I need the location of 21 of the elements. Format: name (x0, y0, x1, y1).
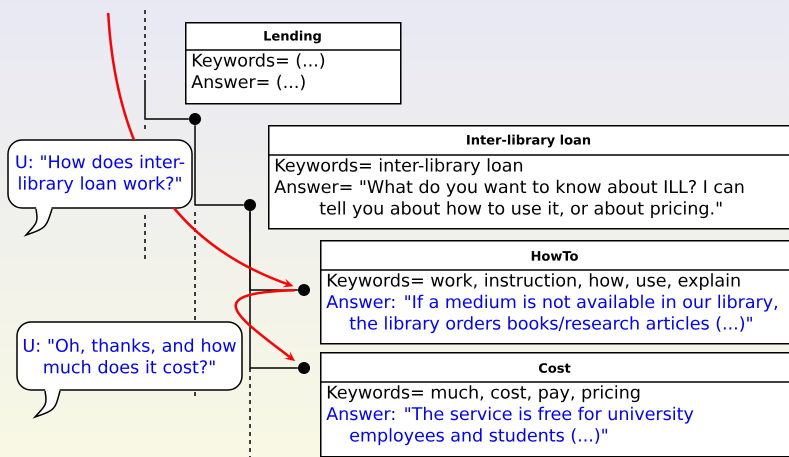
tree-line (249, 211, 298, 369)
tree-line (144, 80, 189, 120)
tree-dot (244, 199, 256, 211)
box-title: Lending (264, 30, 321, 44)
answer-text: Answer: "If a medium is not available in our library, the library orders books/research articles (...)" (326, 294, 777, 334)
answer-text: Answer: "The service is free for university employees and students (...)" (326, 406, 694, 446)
keywords-text: Keywords= inter-library loan (276, 158, 522, 176)
answer-text: Answer= (...) (191, 74, 305, 90)
speech-bubble: U: "How does inter-library loan work?" (7, 139, 193, 236)
tree-dot (189, 113, 201, 125)
tree-dot (298, 362, 310, 374)
keywords-text: Keywords= work, instruction, how, use, explain (328, 273, 740, 290)
box-title: Cost (538, 363, 570, 373)
tree-dot (298, 284, 310, 296)
tree-line (194, 125, 244, 206)
keywords-text: Keywords= (...) (192, 53, 324, 70)
keywords-text: Keywords= much, cost, pay, pricing (328, 385, 640, 402)
answer-text: Answer= "What do you want to know about ILL? I can tell you about how to use it, or about pricing." (274, 180, 744, 218)
box-title: HowTo (532, 251, 578, 261)
speech-bubble: U: "Oh, thanks, and how much does it cost?" (16, 321, 243, 418)
box-title: Inter-library loan (467, 134, 590, 148)
